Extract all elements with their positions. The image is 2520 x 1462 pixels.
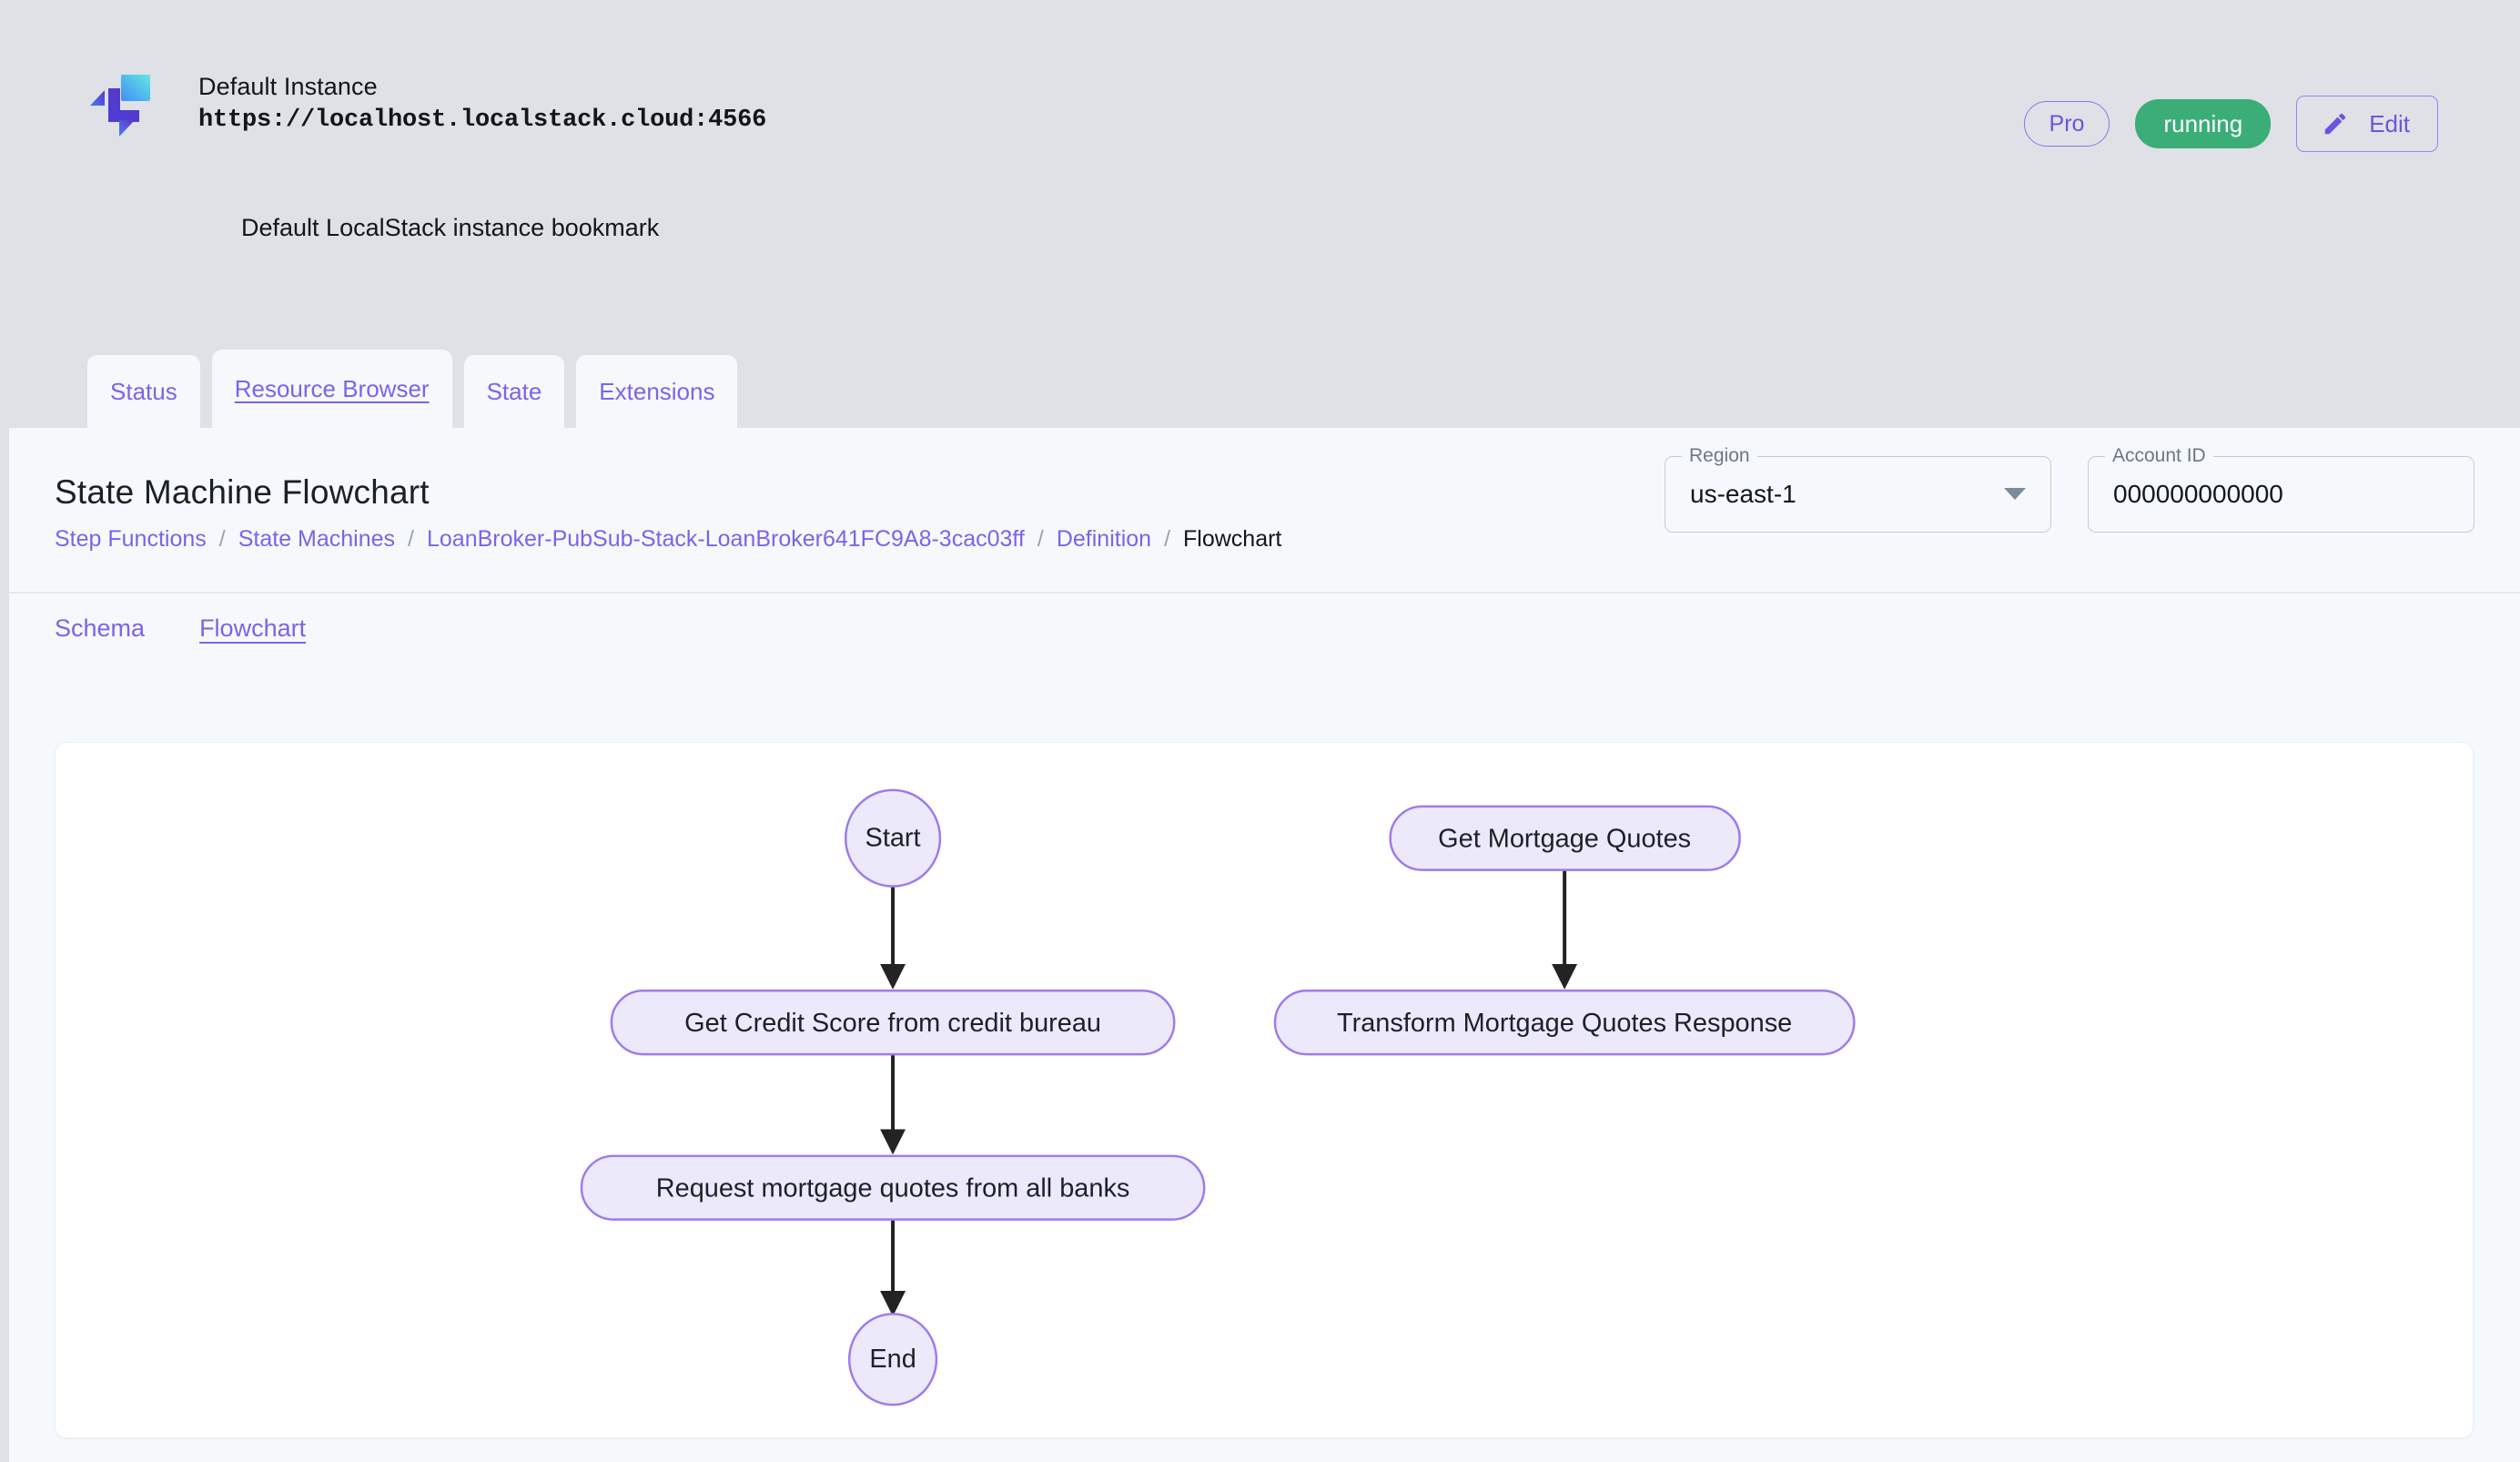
- breadcrumb-separator: /: [1037, 526, 1044, 552]
- breadcrumb-item-step-functions[interactable]: Step Functions: [55, 526, 207, 552]
- account-id-value: 000000000000: [2113, 480, 2283, 508]
- flowchart-node-get-mortgage-quotes[interactable]: Get Mortgage Quotes: [1389, 805, 1741, 871]
- flowchart-node-credit[interactable]: Get Credit Score from credit bureau: [610, 990, 1176, 1056]
- scope-selectors: Region us-east-1 Account ID 000000000000: [1665, 445, 2474, 533]
- pencil-icon: [2322, 110, 2349, 137]
- region-select-outline: [1665, 456, 2051, 533]
- definition-subtabs: Schema Flowchart: [55, 614, 306, 643]
- flowchart-node-request[interactable]: Request mortgage quotes from all banks: [580, 1154, 1206, 1221]
- flowchart-node-transform[interactable]: Transform Mortgage Quotes Response: [1273, 990, 1856, 1056]
- tab-resource-browser[interactable]: Resource Browser: [211, 350, 452, 428]
- flowchart-node-end-label: End: [869, 1345, 916, 1374]
- flowchart-node-start-label: Start: [865, 824, 921, 853]
- region-select[interactable]: Region us-east-1: [1665, 445, 2051, 533]
- instance-description: Default LocalStack instance bookmark: [241, 214, 660, 241]
- tab-extensions[interactable]: Extensions: [576, 355, 738, 428]
- instance-header: Default Instance https://localhost.local…: [9, 0, 2520, 428]
- account-id-label: Account ID: [2105, 445, 2213, 466]
- state-machine-flowchart[interactable]: Start Get Credit Score from credit burea…: [56, 743, 2473, 1437]
- page-header: State Machine Flowchart Step Functions /…: [9, 428, 2520, 592]
- tab-status[interactable]: Status: [87, 355, 200, 428]
- breadcrumb-item-state-machine-name[interactable]: LoanBroker-PubSub-Stack-LoanBroker641FC9…: [427, 526, 1025, 552]
- flowchart-node-end[interactable]: End: [847, 1313, 938, 1406]
- status-badge: running: [2135, 99, 2272, 148]
- resource-browser-content: State Machine Flowchart Step Functions /…: [9, 428, 2520, 1462]
- tab-state-label: State: [486, 377, 542, 405]
- breadcrumb-separator: /: [218, 526, 226, 552]
- subtab-schema[interactable]: Schema: [55, 614, 146, 642]
- region-select-label: Region: [1682, 445, 1757, 466]
- tab-resource-browser-label: Resource Browser: [234, 374, 430, 402]
- tab-state[interactable]: State: [463, 355, 565, 428]
- breadcrumb: Step Functions / State Machines / LoanBr…: [55, 526, 1281, 553]
- instance-identity: Default Instance https://localhost.local…: [89, 71, 766, 138]
- breadcrumb-item-definition[interactable]: Definition: [1056, 526, 1152, 552]
- flowchart-node-start[interactable]: Start: [844, 788, 942, 888]
- instance-url: https://localhost.localstack.cloud:4566: [198, 107, 767, 134]
- breadcrumb-separator: /: [1164, 526, 1171, 552]
- breadcrumb-separator: /: [408, 526, 414, 552]
- edit-button-label: Edit: [2369, 110, 2410, 137]
- subtab-flowchart[interactable]: Flowchart: [199, 614, 307, 642]
- flowchart-node-request-label: Request mortgage quotes from all banks: [656, 1174, 1130, 1203]
- localstack-logo-icon: [89, 73, 153, 138]
- flowchart-node-transform-label: Transform Mortgage Quotes Response: [1337, 1009, 1792, 1038]
- breadcrumb-item-state-machines[interactable]: State Machines: [238, 526, 396, 552]
- main-tabs: Status Resource Browser State Extensions: [87, 350, 738, 428]
- header-actions: Pro running Edit: [2023, 96, 2438, 152]
- left-gutter: [0, 0, 9, 1462]
- pro-badge: Pro: [2023, 101, 2110, 147]
- page-title: State Machine Flowchart: [55, 473, 430, 511]
- tab-extensions-label: Extensions: [599, 377, 715, 405]
- edit-button[interactable]: Edit: [2296, 96, 2438, 152]
- header-divider: [9, 592, 2520, 594]
- region-select-value: us-east-1: [1690, 480, 1796, 508]
- account-id-field[interactable]: Account ID 000000000000: [2088, 445, 2474, 533]
- tab-status-label: Status: [110, 377, 177, 405]
- chevron-down-icon[interactable]: [2004, 488, 2026, 500]
- flowchart-node-credit-label: Get Credit Score from credit bureau: [684, 1009, 1101, 1038]
- account-id-outline: [2088, 456, 2474, 533]
- breadcrumb-item-current: Flowchart: [1183, 526, 1282, 552]
- flowchart-card: Start Get Credit Score from credit burea…: [55, 742, 2474, 1438]
- flowchart-node-get-mortgage-quotes-label: Get Mortgage Quotes: [1438, 825, 1691, 854]
- instance-name: Default Instance: [198, 73, 378, 100]
- flowchart-edges: [880, 870, 1578, 1316]
